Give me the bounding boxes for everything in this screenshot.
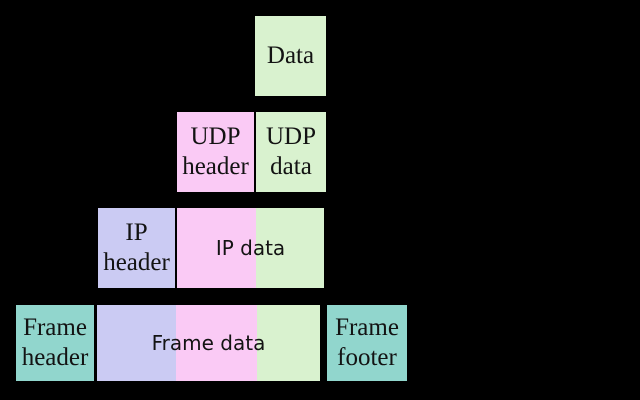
udp-data-box: UDP data [254,110,328,194]
udp-data-label: UDP data [265,123,316,180]
frame-header-label: Frame header [21,314,89,371]
udp-header-label: UDP header [182,123,249,180]
frame-footer-label: Frame footer [335,314,399,371]
data-box: Data [253,14,328,98]
frame-footer-box: Frame footer [325,303,409,383]
ip-header-label: IP header [103,219,170,276]
frame-data-box: Frame data [95,303,322,383]
ip-header-box: IP header [96,206,177,290]
frame-header-box: Frame header [14,303,96,383]
udp-header-box: UDP header [175,110,256,194]
data-label: Data [266,42,315,69]
ip-data-label: IP data [215,236,286,260]
ip-data-box: IP data [175,206,326,290]
frame-data-label: Frame data [151,331,266,355]
